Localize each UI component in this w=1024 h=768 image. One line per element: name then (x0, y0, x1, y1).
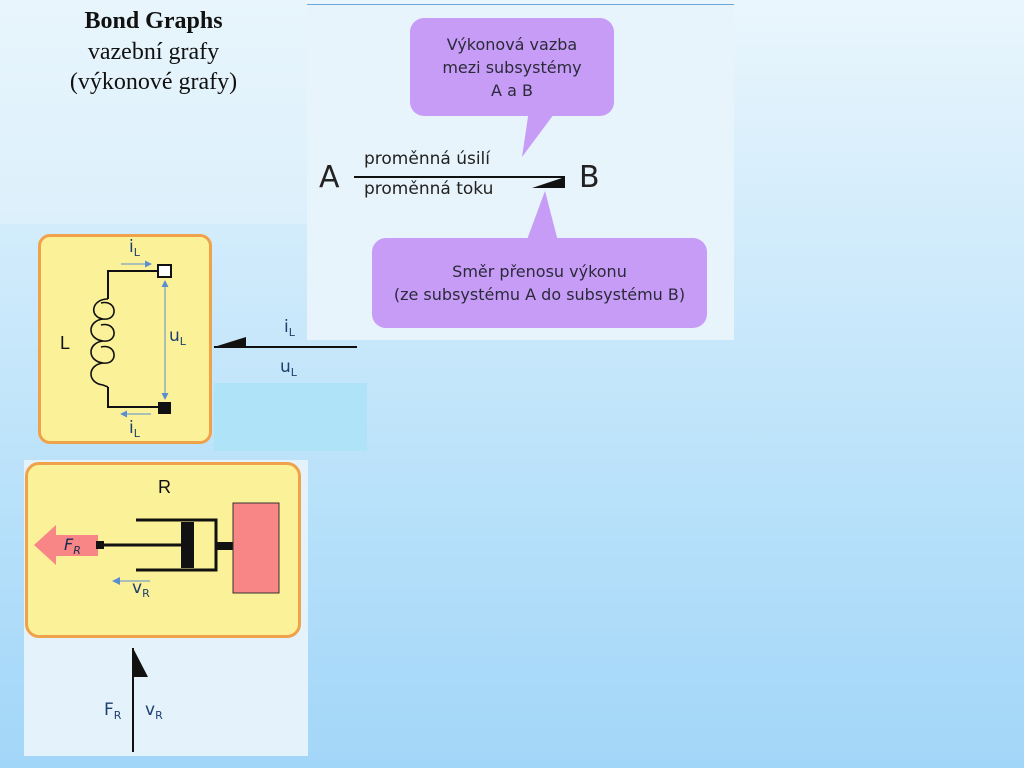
inductor-current-bottom-label: iL (129, 418, 140, 440)
callout-power-bond: Výkonová vazba mezi subsystémy A a B (410, 18, 614, 116)
bond-explanation-panel: Výkonová vazba mezi subsystémy A a B Smě… (307, 4, 734, 340)
inductor-element-label: L (60, 333, 71, 353)
inductor-bond-half-arrow (214, 337, 246, 347)
inductor-coil (90, 298, 115, 388)
velocity-arrow-head (112, 577, 120, 585)
callout-power-direction: Směr přenosu výkonu (ze subsystému A do … (372, 238, 707, 328)
inductor-bond-flow-label: uL (280, 357, 297, 379)
callout-top-line-3: A a B (491, 81, 533, 100)
title-block: Bond Graphs vazební grafy (výkonové graf… (0, 0, 307, 224)
inductor-panel: iL iL uL L (38, 234, 212, 444)
callout-bottom-pointer (525, 191, 559, 245)
damper-piston (181, 522, 194, 568)
inductor-bond-svg (214, 337, 357, 348)
inductor-voltage-label: uL (169, 326, 186, 348)
resistor-bond-half-arrow (133, 648, 148, 677)
inductor-bond: iL uL (214, 307, 357, 452)
resistor-panel: R FR vR (25, 462, 301, 638)
resistor-bond-effort-label: FR (104, 700, 122, 722)
mass-connector (216, 542, 236, 550)
inductor-wire-top (107, 270, 158, 299)
callout-top-line-1: Výkonová vazba (446, 35, 578, 54)
mass-block (232, 502, 280, 594)
rod-end-cap (96, 541, 104, 549)
resistor-bond-svg (132, 648, 148, 752)
slide-title: Bond Graphs (84, 8, 223, 34)
inductor-bond-highlight (214, 383, 367, 451)
resistor-velocity-label: vR (132, 578, 150, 600)
callout-bottom-line-1: Směr přenosu výkonu (452, 262, 627, 281)
inductor-current-top-label: iL (129, 237, 140, 259)
half-arrow-head (532, 177, 565, 188)
terminal-top (157, 264, 172, 278)
subsystem-a-label: A (319, 160, 340, 195)
subsystem-b-label: B (579, 160, 600, 195)
inductor-bond-effort-label: iL (284, 317, 295, 339)
damper-svg (34, 502, 280, 594)
inductor-wire-bottom (107, 387, 158, 408)
resistor-element-label: R (158, 477, 171, 497)
callout-top-line-2: mezi subsystémy (442, 58, 582, 77)
resistor-bond-flow-label: vR (145, 700, 163, 722)
flow-variable-label: proměnná toku (364, 179, 494, 199)
slide-subtitle-alt: (výkonové grafy) (69, 69, 238, 95)
callout-bottom-line-2: (ze subsystému A do subsystému B) (393, 285, 686, 304)
bond-diagram-svg (354, 110, 565, 245)
force-arrow (34, 525, 98, 565)
callout-top-pointer (522, 110, 557, 157)
slide-subtitle-czech: vazební grafy (87, 39, 220, 65)
inductor-circuit-svg (90, 260, 172, 418)
effort-variable-label: proměnná úsilí (364, 149, 490, 169)
terminal-bottom (158, 402, 171, 414)
resistor-force-label: FR (64, 535, 81, 557)
